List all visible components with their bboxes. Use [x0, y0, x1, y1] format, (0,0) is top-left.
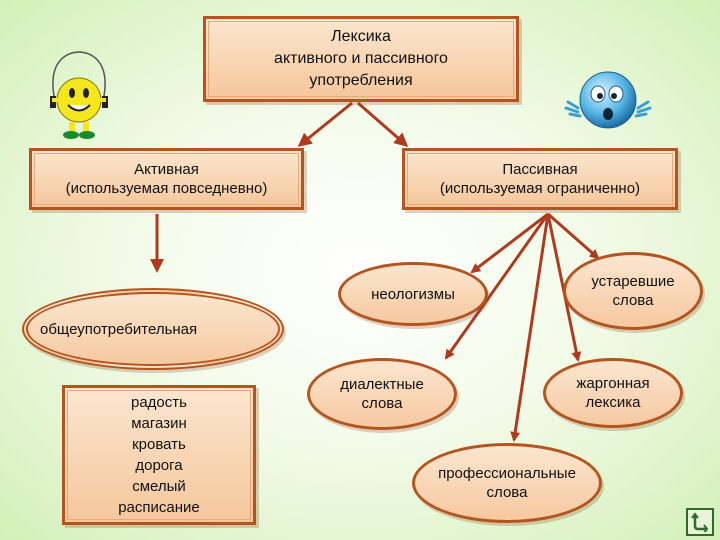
- title-box: Лексика активного и пассивного употребле…: [203, 16, 519, 102]
- example-word: дорога: [135, 457, 183, 474]
- obsolete-label-line-2: слова: [612, 292, 654, 309]
- arrow-title-to-passive: [357, 101, 409, 147]
- title-line-2: активного и пассивного: [274, 50, 448, 67]
- example-words-list: радость магазин кровать дорога смелый ра…: [118, 392, 200, 518]
- example-word: смелый: [132, 478, 186, 495]
- active-subtitle: (используемая повседневно): [65, 180, 268, 197]
- example-word: расписание: [118, 499, 200, 516]
- title-line-3: употребления: [309, 72, 413, 89]
- jargon-ellipse: жаргонная лексика: [543, 358, 683, 428]
- obsolete-words-ellipse: устаревшие слова: [563, 252, 703, 330]
- title-line-1: Лексика: [331, 28, 391, 45]
- passive-vocabulary-box: Пассивная (используемая ограниченно): [402, 148, 678, 210]
- dialect-label-line-1: диалектные: [340, 376, 424, 393]
- common-use-label: общеупотребительная: [40, 320, 198, 338]
- jumping-smiley-icon: [50, 51, 108, 139]
- jargon-label-line-1: жаргонная: [576, 375, 650, 392]
- passive-title: Пассивная: [502, 161, 578, 178]
- example-word: радость: [131, 394, 187, 411]
- jargon-label-line-2: лексика: [585, 394, 641, 411]
- example-word: магазин: [131, 415, 187, 432]
- dialect-words-ellipse: диалектные слова: [307, 358, 457, 430]
- passive-subtitle: (используемая ограниченно): [439, 180, 641, 197]
- return-arrow-icon: [691, 512, 709, 532]
- arrow-passive-to-professional: [510, 213, 550, 442]
- return-button[interactable]: [686, 508, 714, 536]
- active-vocabulary-box: Активная (используемая повседневно): [29, 148, 304, 210]
- common-use-ellipse: общеупотребительная: [22, 288, 284, 370]
- blue-waving-smiley-icon: [564, 71, 652, 129]
- neologisms-label: неологизмы: [371, 285, 455, 303]
- example-word: кровать: [132, 436, 186, 453]
- example-words-box: радость магазин кровать дорога смелый ра…: [62, 385, 256, 525]
- arrow-title-to-active: [297, 101, 353, 147]
- arrow-passive-to-dialect: [444, 213, 550, 360]
- neologisms-ellipse: неологизмы: [338, 262, 488, 326]
- arrow-passive-to-neologisms: [470, 212, 549, 274]
- professional-label-line-2: слова: [486, 484, 528, 501]
- professional-words-ellipse: профессиональные слова: [412, 443, 602, 523]
- active-title: Активная: [134, 161, 199, 178]
- arrow-passive-to-obsolete: [547, 212, 600, 260]
- dialect-label-line-2: слова: [361, 395, 403, 412]
- professional-label-line-1: профессиональные: [438, 465, 576, 482]
- obsolete-label-line-1: устаревшие: [591, 273, 675, 290]
